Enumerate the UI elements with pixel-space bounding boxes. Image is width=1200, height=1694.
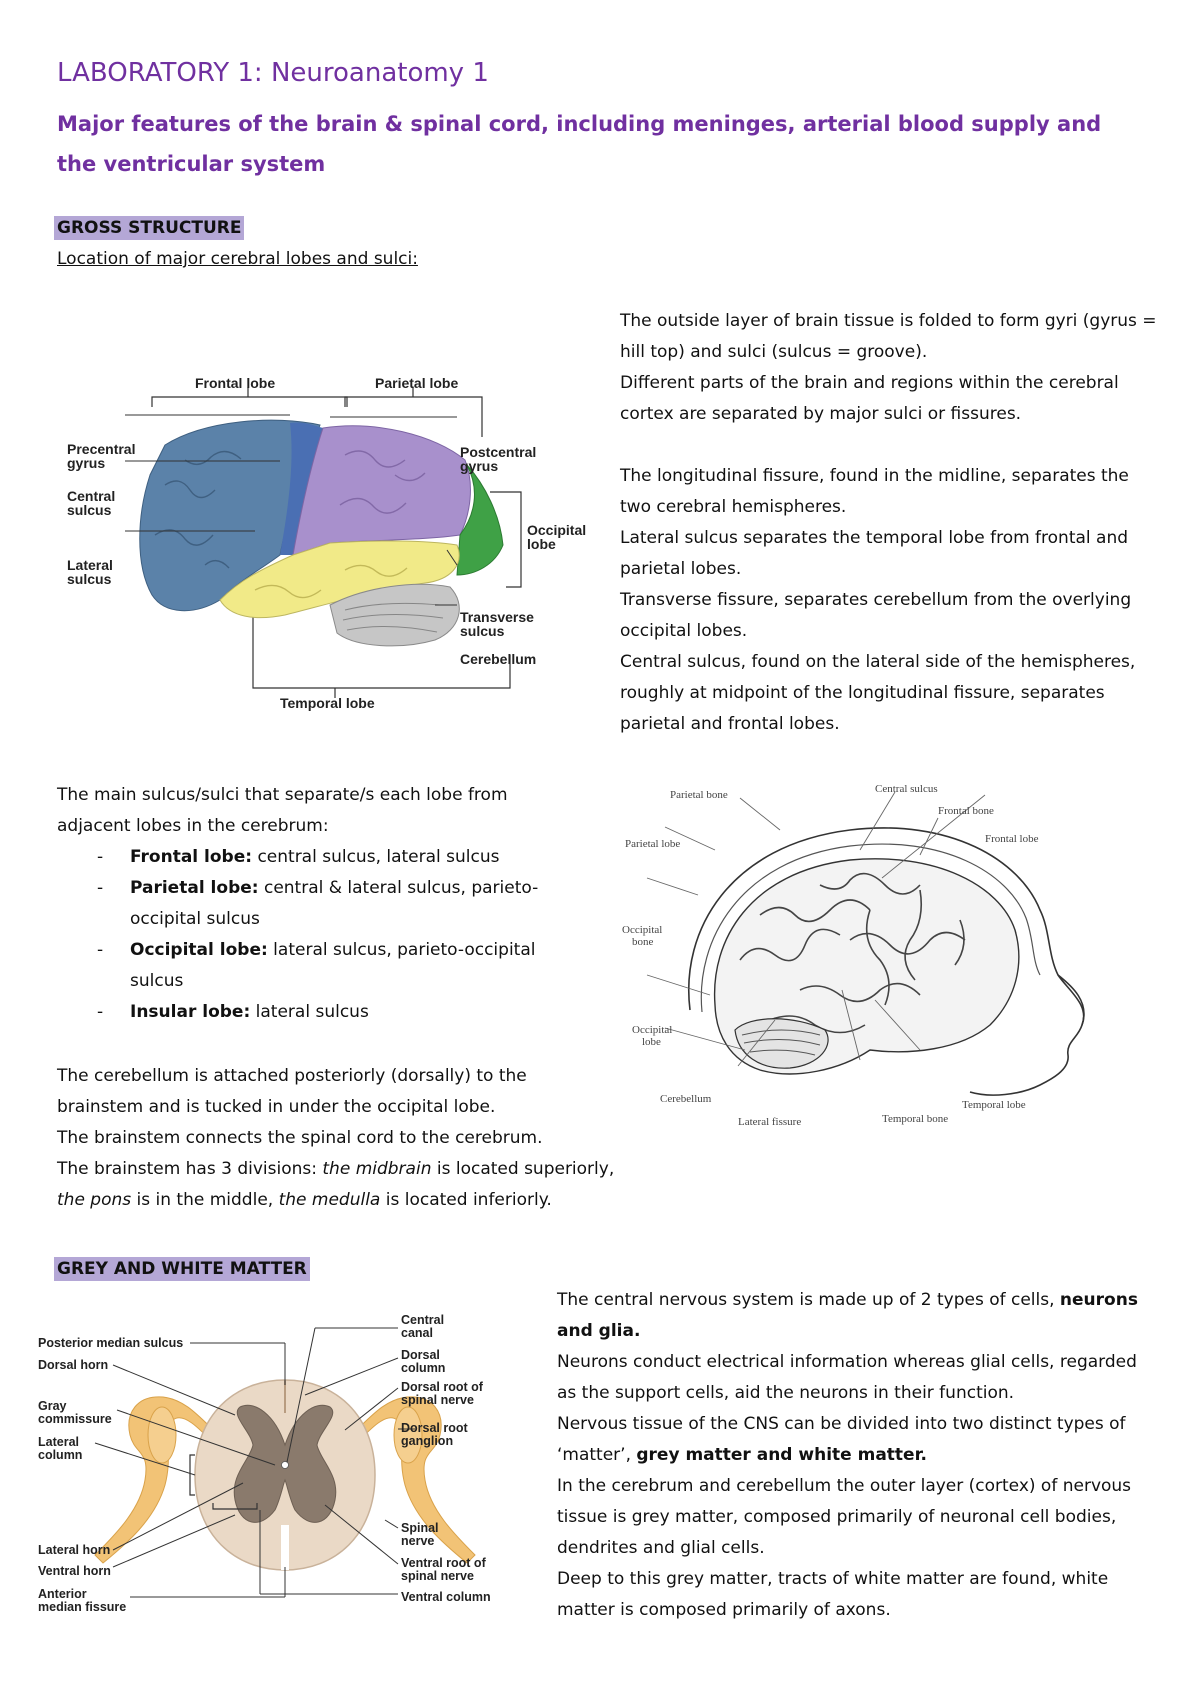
subheader-lobes-sulci: Location of major cerebral lobes and sul…: [57, 249, 418, 269]
label-central-canal-2: canal: [401, 1326, 433, 1340]
label-dorsal-column-2: column: [401, 1361, 445, 1375]
skull-brain-diagram: Parietal bone Central sulcus Frontal bon…: [622, 783, 1085, 1128]
paragraph: Nervous tissue of the CNS can be divided…: [557, 1414, 1126, 1465]
label-frontal-lobe: Frontal lobe: [195, 375, 275, 391]
label-central-2: sulcus: [67, 502, 112, 518]
label-parietal-lobe-2: Parietal lobe: [625, 838, 680, 850]
label-parietal-bone: Parietal bone: [670, 789, 728, 801]
paragraph: The brainstem has 3 divisions: the midbr…: [57, 1159, 615, 1210]
list-item: -Insular lobe: lateral sulcus: [97, 1002, 369, 1022]
label-ventral-column: Ventral column: [401, 1590, 491, 1604]
label-occipital-1: Occipital: [527, 522, 586, 538]
list-item: -Occipital lobe: lateral sulcus, parieto…: [97, 940, 536, 991]
section-header-grey-white: GREY AND WHITE MATTER: [54, 1257, 310, 1281]
label-ventral-root-1: Ventral root of: [401, 1556, 487, 1570]
label-occipital-lobe-2: lobe: [642, 1036, 661, 1048]
label-occipital-bone-2: bone: [632, 936, 654, 948]
label-dorsal-ganglion-1: Dorsal root: [401, 1421, 469, 1435]
paragraph: Central sulcus, found on the lateral sid…: [620, 652, 1136, 734]
label-anterior-median-2: median fissure: [38, 1600, 126, 1614]
label-lateral-1: Lateral: [67, 557, 113, 573]
paragraph: The brainstem connects the spinal cord t…: [57, 1128, 543, 1148]
label-spinal-nerve-1: Spinal: [401, 1521, 439, 1535]
label-postcentral-2: gyrus: [460, 458, 498, 474]
label-frontal-lobe-2: Frontal lobe: [985, 833, 1039, 845]
lobes-list: -Frontal lobe: central sulcus, lateral s…: [57, 842, 577, 1028]
label-occipital-2: lobe: [527, 536, 556, 552]
label-occipital-lobe-1: Occipital: [632, 1024, 672, 1036]
lobes-section: The main sulcus/sulci that separate/s ea…: [57, 780, 577, 1028]
brainstem-section: The cerebellum is attached posteriorly (…: [57, 1061, 677, 1216]
label-postcentral-1: Postcentral: [460, 444, 536, 460]
label-frontal-bone: Frontal bone: [938, 805, 994, 817]
list-item: -Frontal lobe: central sulcus, lateral s…: [97, 847, 500, 867]
grey-white-text: The central nervous system is made up of…: [557, 1285, 1157, 1626]
page-title: LABORATORY 1: Neuroanatomy 1: [57, 58, 489, 88]
paragraph: The central nervous system is made up of…: [557, 1290, 1138, 1341]
label-ventral-horn: Ventral horn: [38, 1564, 111, 1578]
label-temporal-lobe: Temporal lobe: [280, 695, 375, 711]
label-precentral-1: Precentral: [67, 441, 135, 457]
label-transverse-1: Transverse: [460, 609, 534, 625]
paragraph: Lateral sulcus separates the temporal lo…: [620, 528, 1129, 579]
label-transverse-2: sulcus: [460, 623, 505, 639]
page-subtitle: Major features of the brain & spinal cor…: [57, 112, 1102, 176]
label-cerebellum-2: Cerebellum: [660, 1093, 712, 1105]
label-lateral-horn: Lateral horn: [38, 1543, 110, 1557]
label-central-1: Central: [67, 488, 115, 504]
label-lateral-2: sulcus: [67, 571, 112, 587]
paragraph: The outside layer of brain tissue is fol…: [620, 311, 1157, 362]
label-temporal-lobe-2: Temporal lobe: [962, 1099, 1026, 1111]
paragraph: Transverse fissure, separates cerebellum…: [620, 590, 1132, 641]
label-lateral-column-1: Lateral: [38, 1435, 79, 1449]
list-item: -Parietal lobe: central & lateral sulcus…: [97, 878, 539, 929]
label-central-canal-1: Central: [401, 1313, 444, 1327]
label-dorsal-ganglion-2: ganglion: [401, 1434, 453, 1448]
label-anterior-median-1: Anterior: [38, 1587, 87, 1601]
label-ventral-root-2: spinal nerve: [401, 1569, 474, 1583]
section-header-gross-structure: GROSS STRUCTURE: [54, 216, 245, 240]
brain-lobes-diagram: Frontal lobe Parietal lobe Precentral gy…: [67, 375, 586, 711]
label-dorsal-horn: Dorsal horn: [38, 1358, 108, 1372]
label-temporal-bone: Temporal bone: [882, 1113, 948, 1125]
label-gray-commissure-2: commissure: [38, 1412, 112, 1426]
gross-structure-text: The outside layer of brain tissue is fol…: [620, 306, 1160, 740]
label-gray-commissure-1: Gray: [38, 1399, 67, 1413]
label-precentral-2: gyrus: [67, 455, 105, 471]
label-cerebellum: Cerebellum: [460, 651, 536, 667]
spacer: [620, 430, 1160, 461]
paragraph: Different parts of the brain and regions…: [620, 373, 1119, 424]
label-posterior-median-sulcus: Posterior median sulcus: [38, 1336, 183, 1350]
label-occipital-bone-1: Occipital: [622, 924, 662, 936]
paragraph: Neurons conduct electrical information w…: [557, 1352, 1137, 1403]
lobes-intro: The main sulcus/sulci that separate/s ea…: [57, 785, 508, 836]
paragraph: In the cerebrum and cerebellum the outer…: [557, 1476, 1132, 1558]
label-lateral-fissure: Lateral fissure: [738, 1116, 801, 1128]
paragraph: The longitudinal fissure, found in the m…: [620, 466, 1129, 517]
label-dorsal-column-1: Dorsal: [401, 1348, 440, 1362]
label-parietal-lobe: Parietal lobe: [375, 375, 458, 391]
paragraph: The cerebellum is attached posteriorly (…: [57, 1066, 527, 1117]
label-spinal-nerve-2: nerve: [401, 1534, 434, 1548]
label-dorsal-root-2: spinal nerve: [401, 1393, 474, 1407]
label-dorsal-root-1: Dorsal root of: [401, 1380, 484, 1394]
paragraph: Deep to this grey matter, tracts of whit…: [557, 1569, 1109, 1620]
label-lateral-column-2: column: [38, 1448, 82, 1462]
spinal-cord-diagram: Posterior median sulcus Dorsal horn Gray…: [38, 1313, 491, 1614]
label-central-sulcus: Central sulcus: [875, 783, 938, 795]
